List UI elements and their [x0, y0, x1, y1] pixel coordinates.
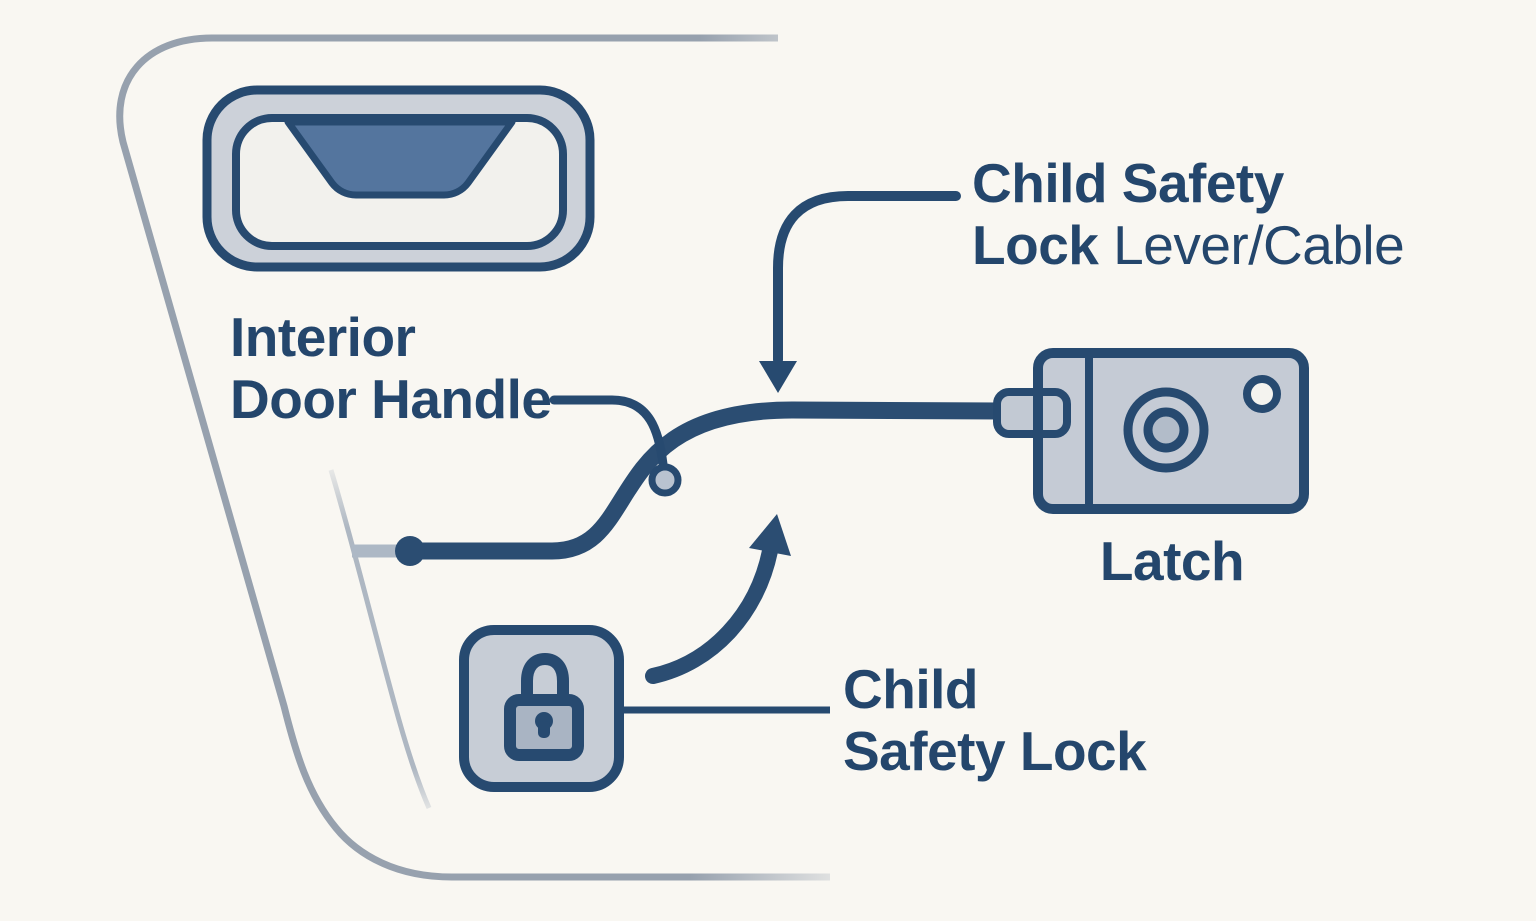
handle-leader-line: [549, 395, 668, 469]
label-line: Door Handle: [230, 368, 552, 430]
lock-lever-cable-line: [401, 401, 1011, 560]
label-line: Latch: [1099, 530, 1245, 592]
padlock-icon: [504, 652, 584, 761]
fade-bottom-edge: [690, 860, 880, 892]
door-outline: [116, 34, 830, 881]
label-line: Child: [843, 658, 978, 720]
fade-contour-bottom: [402, 768, 458, 826]
child-safety-lock-lever-cable-label: Child Safety Lock Lever/Cable: [972, 152, 1405, 276]
child-safety-lock-icon: [459, 625, 624, 792]
junction-dot: [648, 463, 682, 497]
latch-icon: [993, 348, 1309, 514]
cable-anchor-dot: [395, 536, 425, 566]
interior-door-handle-label: Interior Door Handle: [230, 306, 552, 430]
down-arrow-icon: [759, 361, 797, 393]
latch-label: Latch: [1040, 530, 1304, 592]
fade-contour-top: [312, 452, 360, 528]
label-line: Lock Lever/Cable: [972, 214, 1405, 276]
label-bold-part: Lock: [972, 214, 1114, 276]
label-line: Interior: [230, 306, 416, 368]
door-handle-icon: [202, 85, 595, 272]
label-line: Child Safety: [972, 152, 1284, 214]
lever-cable-leader-line: [773, 191, 961, 365]
curved-up-arrowhead: [749, 514, 791, 556]
label-regular-part: Lever/Cable: [1113, 214, 1405, 276]
fade-top-edge: [700, 26, 890, 52]
curved-up-arrow-icon: [645, 543, 778, 684]
child-safety-lock-label: Child Safety Lock: [843, 658, 1147, 782]
cable-connector: [993, 388, 1071, 438]
label-line: Safety Lock: [843, 720, 1147, 782]
